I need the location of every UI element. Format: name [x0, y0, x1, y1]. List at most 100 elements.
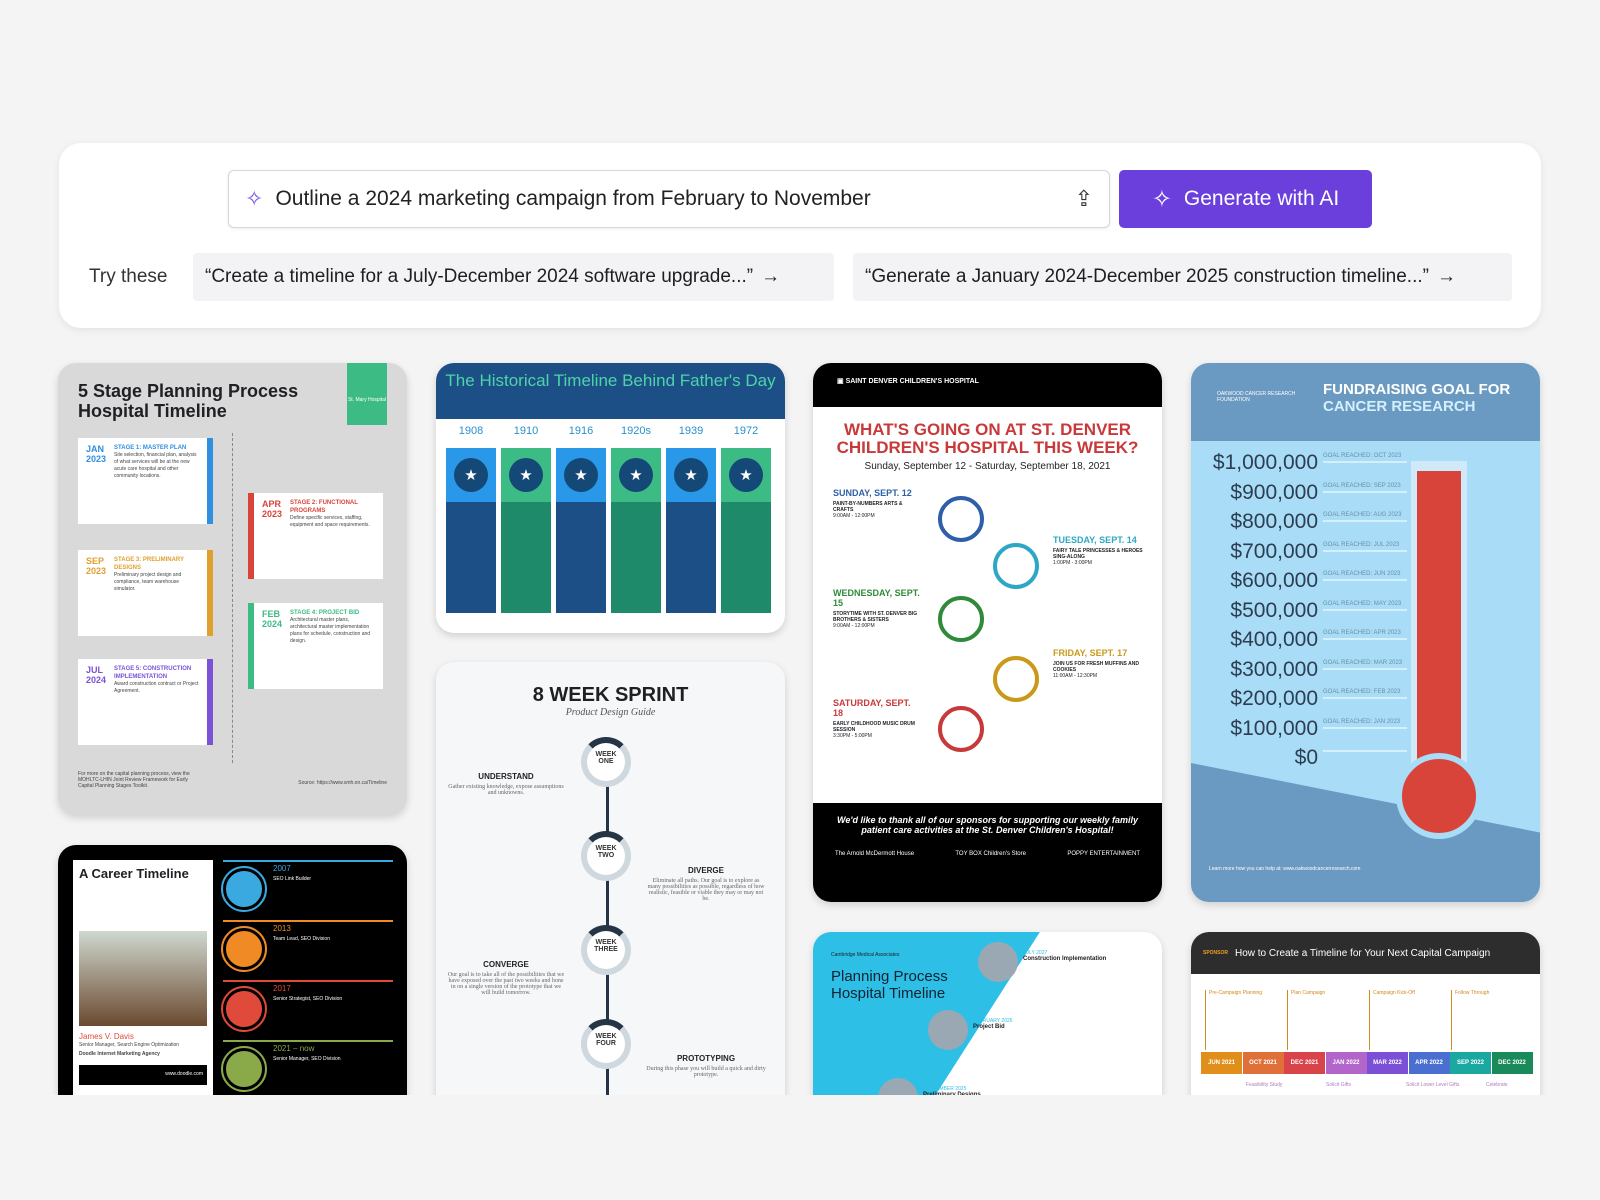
year-label: 1939	[678, 425, 704, 437]
month-marker: DEC 2022	[1491, 1052, 1533, 1074]
month-marker: OCT 2021	[1242, 1052, 1284, 1074]
goal-label: GOAL REACHED: JUL 2023	[1323, 542, 1407, 552]
event-icon: ★	[729, 458, 763, 492]
photo-circle	[878, 1078, 918, 1095]
amount-label: $0	[1294, 746, 1318, 769]
month-marker: JUN 2021	[1201, 1052, 1242, 1074]
template-card-fathers-day[interactable]: The Historical Timeline Behind Father's …	[436, 363, 785, 633]
role-icon	[221, 866, 267, 912]
amount-label: $400,000	[1230, 628, 1318, 651]
ai-prompt-panel: ✧ Outline a 2024 marketing campaign from…	[59, 143, 1541, 328]
org-header: ▣ SAINT DENVER CHILDREN'S HOSPITAL	[813, 363, 1162, 407]
learn-more-link: Learn more how you can help at: www.oakw…	[1209, 866, 1361, 872]
goal-label	[1323, 748, 1407, 752]
person-name: James V. Davis	[79, 1032, 134, 1041]
sparkle-icon: ✧	[1151, 185, 1172, 213]
timeline-column: ★	[721, 448, 771, 613]
suggestion-text: “Create a timeline for a July-December 2…	[205, 266, 754, 287]
generate-with-ai-button[interactable]: ✧ Generate with AI	[1119, 170, 1372, 228]
suggestion-chip-1[interactable]: “Create a timeline for a July-December 2…	[193, 253, 834, 301]
goal-label: GOAL REACHED: OCT 2023	[1323, 453, 1407, 463]
phase-label: Follow Through	[1451, 990, 1489, 1050]
timeline-column: ★	[446, 448, 496, 613]
hospital-badge: St. Mary Hospital	[347, 363, 387, 425]
prompt-input-value[interactable]: Outline a 2024 marketing campaign from F…	[275, 187, 871, 210]
template-title: Planning Process Hospital Timeline	[831, 968, 948, 1002]
try-these-label: Try these	[89, 266, 168, 287]
template-card-sprint[interactable]: 8 WEEK SPRINT Product Design Guide WEEK …	[436, 662, 785, 1095]
year-label: 1972	[733, 425, 759, 437]
event-icon: ★	[454, 458, 488, 492]
template-title: 8 WEEK SPRINT	[532, 684, 689, 706]
role-icon	[221, 986, 267, 1032]
month-marker: JAN 2022	[1325, 1052, 1367, 1074]
phase-label: Pre-Campaign Planning	[1205, 990, 1262, 1050]
template-card-career[interactable]: A Career Timeline James V. Davis Senior …	[58, 845, 407, 1095]
amount-label: $600,000	[1230, 569, 1318, 592]
sparkle-icon: ✧	[245, 186, 264, 211]
amount-label: $900,000	[1230, 480, 1318, 504]
footer-note: For more on the capital planning process…	[78, 771, 190, 789]
template-card-hospital-planning[interactable]: 5 Stage Planning Process Hospital Timeli…	[58, 363, 407, 815]
amount-label: $700,000	[1230, 539, 1318, 563]
goal-label: GOAL REACHED: FEB 2023	[1323, 689, 1407, 699]
month-marker: DEC 2021	[1284, 1052, 1325, 1074]
event-icon	[993, 543, 1039, 589]
template-card-st-denver[interactable]: ▣ SAINT DENVER CHILDREN'S HOSPITAL WHAT'…	[813, 363, 1162, 902]
event-icon: ★	[674, 458, 708, 492]
arrow-right-icon: →	[1436, 266, 1456, 287]
amount-label: $500,000	[1230, 598, 1318, 622]
sponsor-logo: SPONSOR	[1203, 950, 1229, 956]
year-label: 1920s	[621, 425, 651, 437]
template-subtitle: CANCER RESEARCH	[1323, 398, 1476, 415]
goal-label: GOAL REACHED: APR 2023	[1323, 630, 1407, 640]
template-card-capital-campaign[interactable]: SPONSOR How to Create a Timeline for You…	[1191, 932, 1540, 1095]
amount-label: $800,000	[1230, 510, 1318, 533]
template-gallery: 5 Stage Planning Process Hospital Timeli…	[0, 360, 1600, 1095]
year-label: 1908	[458, 425, 484, 437]
sub-phase-label: Feasibility Study	[1246, 1082, 1283, 1088]
event-icon	[993, 656, 1039, 702]
suggestion-text: “Generate a January 2024-December 2025 c…	[865, 266, 1429, 287]
week-marker: WEEK THREE	[581, 925, 631, 975]
sub-phase-label: Celebrate	[1486, 1082, 1508, 1088]
template-card-fundraising[interactable]: OAKWOOD CANCER RESEARCH FOUNDATION FUNDR…	[1191, 363, 1540, 902]
suggestion-chip-2[interactable]: “Generate a January 2024-December 2025 c…	[853, 253, 1512, 301]
event-dates: Sunday, September 12 - Saturday, Septemb…	[864, 461, 1111, 472]
goal-label: GOAL REACHED: SEP 2023	[1323, 483, 1407, 493]
source-note: Source: https://www.smh.on.ca/Timeline	[298, 780, 387, 786]
sub-phase-label: Solicit Lower Level Gifts	[1406, 1082, 1460, 1088]
week-marker: WEEK ONE	[581, 737, 631, 787]
upload-icon[interactable]: ⇪	[1074, 186, 1093, 211]
role-icon	[221, 926, 267, 972]
sub-phase-label: Solicit Gifts	[1326, 1082, 1352, 1088]
role-icon	[221, 1046, 267, 1092]
event-icon: ★	[509, 458, 543, 492]
thermometer-bulb	[1396, 753, 1482, 839]
week-marker: WEEK TWO	[581, 831, 631, 881]
prompt-input[interactable]: ✧ Outline a 2024 marketing campaign from…	[228, 170, 1110, 228]
person-role: Senior Manager, Search Engine Optimizati…	[79, 1042, 180, 1048]
event-icon: ★	[619, 458, 653, 492]
template-title: FUNDRAISING GOAL FOR	[1323, 381, 1511, 398]
template-card-planning-process[interactable]: Cambridge Medical Associates Planning Pr…	[813, 932, 1162, 1095]
photo-circle	[928, 1010, 968, 1050]
event-icon	[938, 596, 984, 642]
footer-bar: www.doodle.com	[79, 1065, 207, 1085]
timeline-column: ★	[666, 448, 716, 613]
